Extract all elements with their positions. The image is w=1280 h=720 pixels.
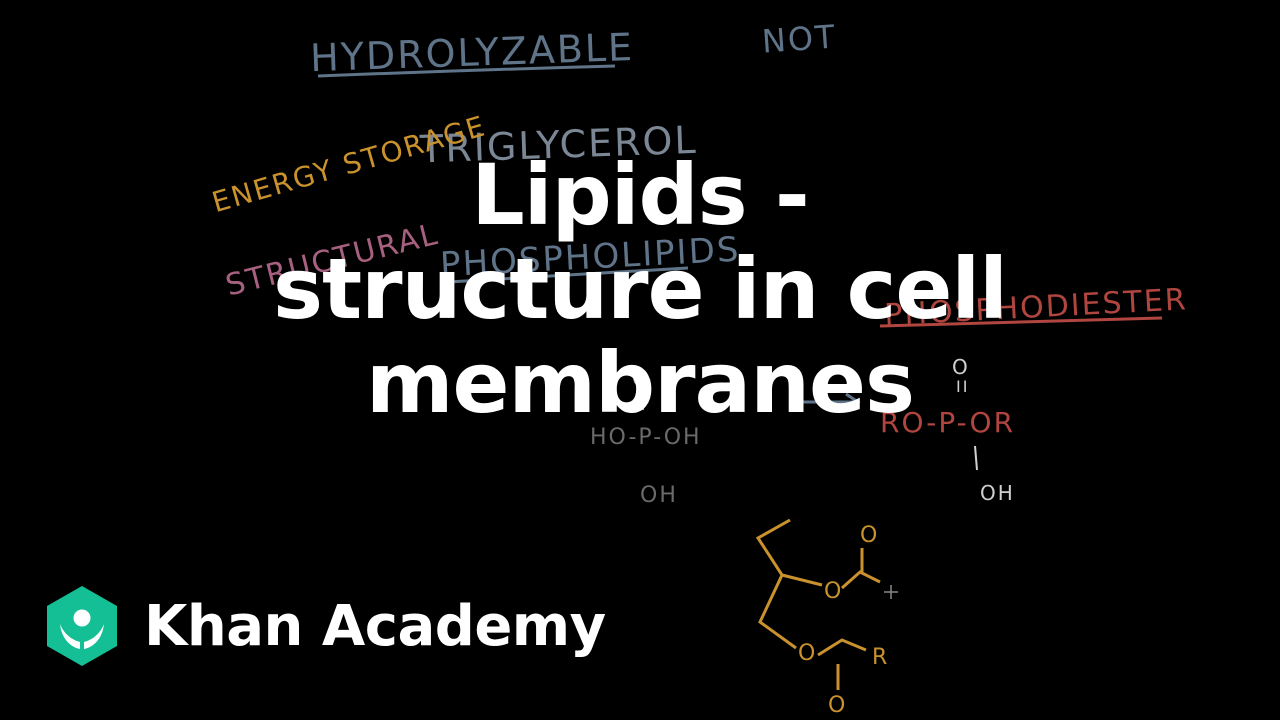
brand-name: Khan Academy bbox=[144, 593, 606, 659]
ester-r-group: R bbox=[872, 645, 889, 670]
ester-o-1: O bbox=[860, 523, 879, 548]
title-line-1: Lipids - bbox=[471, 146, 809, 244]
hydrolyzable-underline bbox=[317, 64, 616, 78]
formula-ho-p-oh: HO-P-OH bbox=[590, 425, 702, 450]
phospholipids-underline bbox=[447, 266, 689, 284]
formula-oh-bottom: OH bbox=[640, 483, 678, 508]
triglycerol-label: TRIGLYCEROL bbox=[418, 118, 698, 172]
ester-o-3: O bbox=[798, 641, 817, 666]
diester-o-top: O bbox=[952, 355, 970, 379]
ester-bond-3 bbox=[817, 638, 867, 657]
ester-atom-labels: O O O O R bbox=[798, 523, 889, 718]
ester-o-4: O bbox=[828, 693, 847, 718]
ester-o-2: O bbox=[824, 579, 843, 604]
ester-bond-1 bbox=[781, 573, 823, 587]
video-title: Lipids - structure in cell membranes bbox=[140, 148, 1140, 430]
phosphodiester-underline bbox=[879, 316, 1163, 328]
phosphodiester-formula: O II RO-P-OR OH bbox=[880, 355, 1015, 505]
title-line-3: membranes bbox=[365, 334, 915, 432]
reaction-arrow bbox=[792, 392, 861, 412]
title-line-2: structure in cell bbox=[273, 240, 1008, 338]
khan-academy-brand: Khan Academy bbox=[40, 584, 606, 668]
formula-o-top: O bbox=[632, 367, 651, 392]
not-label: NOT bbox=[761, 17, 838, 60]
diester-single-bond bbox=[974, 445, 978, 471]
ester-bond-2 bbox=[841, 570, 881, 590]
diester-double-bond: II bbox=[956, 377, 969, 396]
diester-ro-p-or: RO-P-OR bbox=[880, 406, 1015, 439]
formula-double-bond: II bbox=[634, 395, 647, 414]
glycerol-ester-sketch bbox=[755, 518, 881, 690]
glycerol-backbone bbox=[755, 518, 797, 650]
phosphoric-acid-formula: O II HO-P-OH OH bbox=[590, 367, 702, 508]
khan-academy-logo-icon bbox=[47, 586, 117, 666]
hydrolyzable-label: HYDROLYZABLE bbox=[309, 25, 634, 80]
diester-oh-bottom: OH bbox=[980, 481, 1015, 505]
crosshair-cursor-icon bbox=[884, 585, 898, 599]
